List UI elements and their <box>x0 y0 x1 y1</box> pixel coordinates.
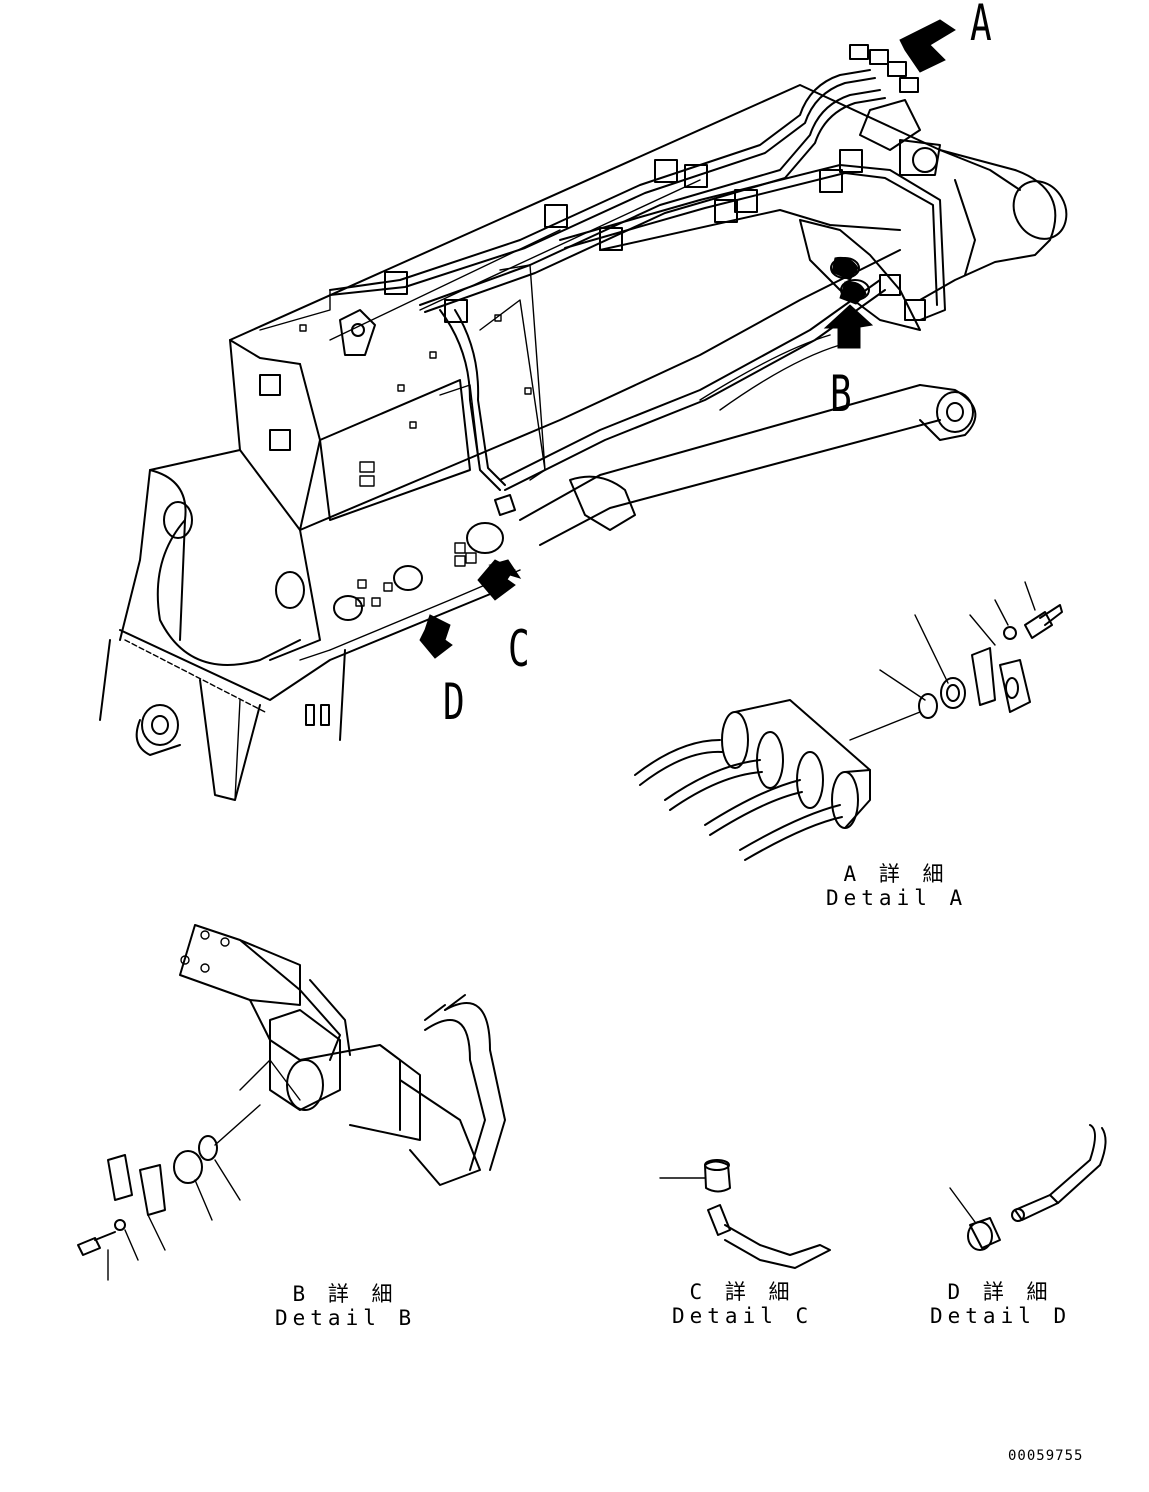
detail-a-caption-jp: A 詳 細 <box>843 862 949 886</box>
detail-a-caption: A 詳 細 Detail A <box>826 862 966 910</box>
document-number: 00059755 <box>1008 1448 1084 1464</box>
boom-assembly <box>99 84 1068 801</box>
detail-a-caption-en: Detail A <box>826 886 968 910</box>
arrow-icon <box>419 19 956 659</box>
detail-d-drawing <box>949 1124 1107 1251</box>
detail-b-caption: B 詳 細 Detail B <box>275 1282 415 1330</box>
callout-c: C <box>508 620 530 678</box>
detail-d-caption: D 詳 細 Detail D <box>930 1280 1070 1328</box>
detail-c-caption: C 詳 細 Detail C <box>672 1280 812 1328</box>
detail-b-caption-jp: B 詳 細 <box>292 1282 398 1306</box>
detail-c-caption-en: Detail C <box>672 1304 814 1328</box>
detail-b-caption-en: Detail B <box>275 1306 417 1330</box>
hydraulic-piping <box>259 44 946 516</box>
detail-c-drawing <box>659 1159 831 1269</box>
callout-d: D <box>443 673 465 731</box>
detail-c-caption-jp: C 詳 細 <box>689 1280 795 1304</box>
detail-d-caption-en: Detail D <box>930 1304 1072 1328</box>
detail-b-drawing <box>77 924 506 1281</box>
detail-a-drawing <box>634 581 1063 861</box>
callout-b: B <box>830 365 852 423</box>
detail-d-caption-jp: D 詳 細 <box>947 1280 1053 1304</box>
callout-a: A <box>970 0 992 52</box>
